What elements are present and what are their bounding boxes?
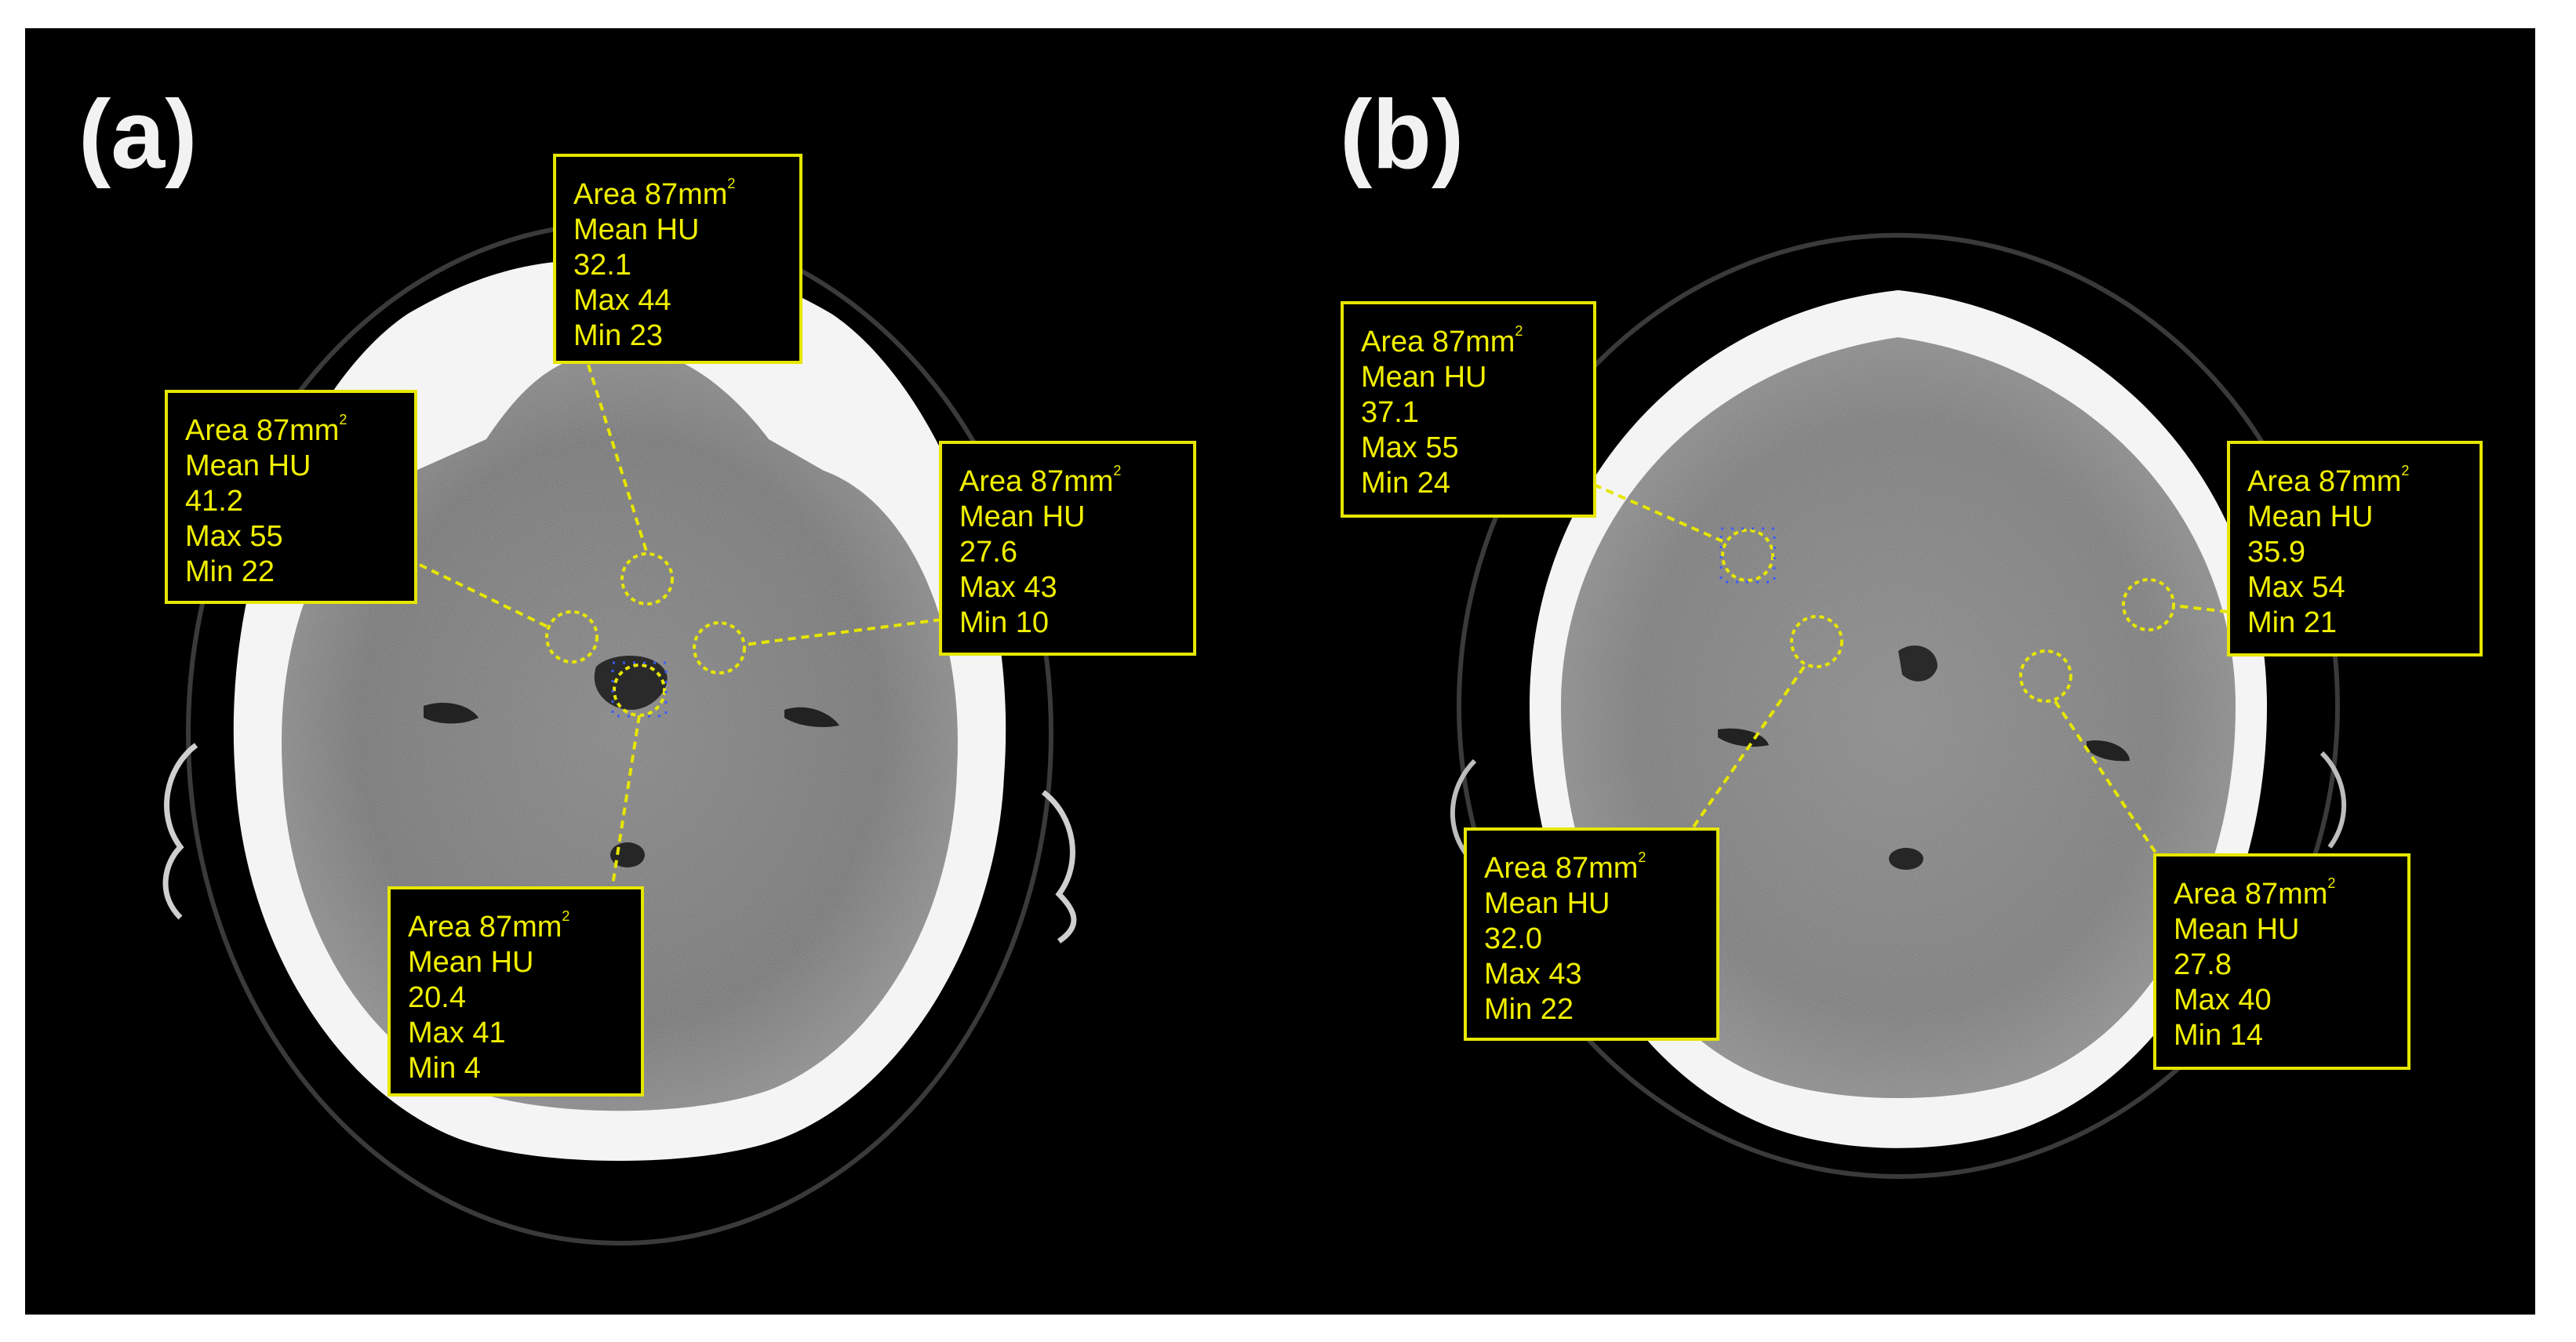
roi-box-a3: Area 87mm2 Mean HU 27.6 Max 43 Min 10 <box>939 441 1196 656</box>
roi-mean-label: Mean HU <box>1361 361 1487 394</box>
roi-area: Area 87mm2 <box>2174 875 2336 911</box>
roi-mean-value: 35.9 <box>2247 536 2305 569</box>
roi-area: Area 87mm2 <box>2247 463 2410 498</box>
roi-mean-label: Mean HU <box>2174 913 2300 946</box>
roi-mean-label: Mean HU <box>573 213 700 246</box>
roi-box-b1: Area 87mm2 Mean HU 37.1 Max 55 Min 24 <box>1341 301 1596 518</box>
roi-max: Max 41 <box>408 1017 506 1049</box>
ear-left-b <box>1450 758 1477 856</box>
fourth-ventricle-b <box>1889 848 1923 870</box>
roi-min: Min 4 <box>408 1052 481 1085</box>
roi-max: Max 55 <box>1361 431 1459 464</box>
temporal-horn-left-b <box>1718 728 1769 747</box>
leader-a4 <box>610 715 641 891</box>
ear-right-a <box>1041 790 1077 944</box>
roi-circle-b4 <box>2019 649 2072 703</box>
roi-area: Area 87mm2 <box>185 412 347 447</box>
roi-min: Min 22 <box>185 555 275 588</box>
roi-max: Max 55 <box>185 520 283 553</box>
roi-min: Min 22 <box>1484 993 1574 1026</box>
roi-mean-label: Mean HU <box>2247 500 2374 533</box>
roi-area: Area 87mm2 <box>1484 849 1646 885</box>
leader-b3 <box>1689 665 1806 833</box>
roi-area: Area 87mm2 <box>573 176 736 211</box>
ear-right-b <box>2319 751 2347 849</box>
roi-mean-label: Mean HU <box>1484 887 1610 920</box>
roi-max: Max 44 <box>573 284 671 317</box>
roi-mean-label: Mean HU <box>408 946 534 979</box>
roi-box-b2: Area 87mm2 Mean HU 35.9 Max 54 Min 21 <box>2227 441 2483 656</box>
roi-mean-value: 27.8 <box>2174 948 2232 981</box>
roi-min: Min 24 <box>1361 467 1451 500</box>
brain-b-grain <box>1561 337 2236 1098</box>
roi-mean-value: 32.1 <box>573 249 631 282</box>
roi-circle-a3 <box>693 621 746 675</box>
roi-circle-a1 <box>620 552 674 606</box>
panel-label-a: (a) <box>78 81 198 189</box>
roi-area: Area 87mm2 <box>959 463 1122 498</box>
roi-min: Min 10 <box>959 606 1050 639</box>
roi-max: Max 40 <box>2174 984 2272 1017</box>
leader-b2 <box>2173 604 2229 613</box>
roi-box-a2: Area 87mm2 Mean HU 41.2 Max 55 Min 22 <box>165 390 417 604</box>
panel-label-b: (b) <box>1340 81 1464 189</box>
leader-a2 <box>419 563 550 629</box>
roi-box-a1: Area 87mm2 Mean HU 32.1 Max 44 Min 23 <box>553 154 802 364</box>
roi-circle-a2 <box>545 610 599 664</box>
roi-mean-value: 37.1 <box>1361 396 1419 429</box>
roi-mean-value: 41.2 <box>185 485 243 518</box>
roi-max: Max 43 <box>959 571 1057 604</box>
leader-b4 <box>2054 700 2159 856</box>
roi-circle-a4 <box>613 664 666 717</box>
roi-selection-handles-b1 <box>1719 527 1776 584</box>
roi-mean-label: Mean HU <box>185 449 311 482</box>
roi-min: Min 21 <box>2247 606 2338 639</box>
roi-box-b3: Area 87mm2 Mean HU 32.0 Max 43 Min 22 <box>1464 827 1719 1041</box>
roi-circle-b1 <box>1721 529 1774 582</box>
roi-circle-b2 <box>2122 578 2175 631</box>
temporal-horn-right-a <box>784 707 839 727</box>
leader-a1 <box>587 364 649 555</box>
roi-min: Min 23 <box>573 319 664 352</box>
midbrain-cistern-b <box>1898 645 1937 682</box>
roi-min: Min 14 <box>2174 1019 2264 1052</box>
leader-a3 <box>744 618 942 646</box>
temporal-horn-right-b <box>2087 740 2130 762</box>
roi-circle-b3 <box>1790 615 1843 668</box>
temporal-horn-left-a <box>424 702 478 724</box>
suprasellar-cistern-a <box>594 656 668 710</box>
roi-area: Area 87mm2 <box>408 908 570 944</box>
roi-mean-label: Mean HU <box>959 500 1086 533</box>
roi-mean-value: 20.4 <box>408 981 466 1014</box>
roi-box-b4: Area 87mm2 Mean HU 27.8 Max 40 Min 14 <box>2153 853 2410 1070</box>
roi-box-a4: Area 87mm2 Mean HU 20.4 Max 41 Min 4 <box>387 886 644 1097</box>
scalp-outline-b <box>1457 233 2340 1179</box>
roi-max: Max 54 <box>2247 571 2345 604</box>
roi-mean-value: 27.6 <box>959 536 1017 569</box>
roi-area: Area 87mm2 <box>1361 323 1523 358</box>
frontal-sinus-b <box>1999 283 2065 321</box>
roi-max: Max 43 <box>1484 958 1582 991</box>
leader-b1 <box>1593 483 1723 543</box>
roi-mean-value: 32.0 <box>1484 922 1542 955</box>
ear-left-a <box>162 743 198 920</box>
